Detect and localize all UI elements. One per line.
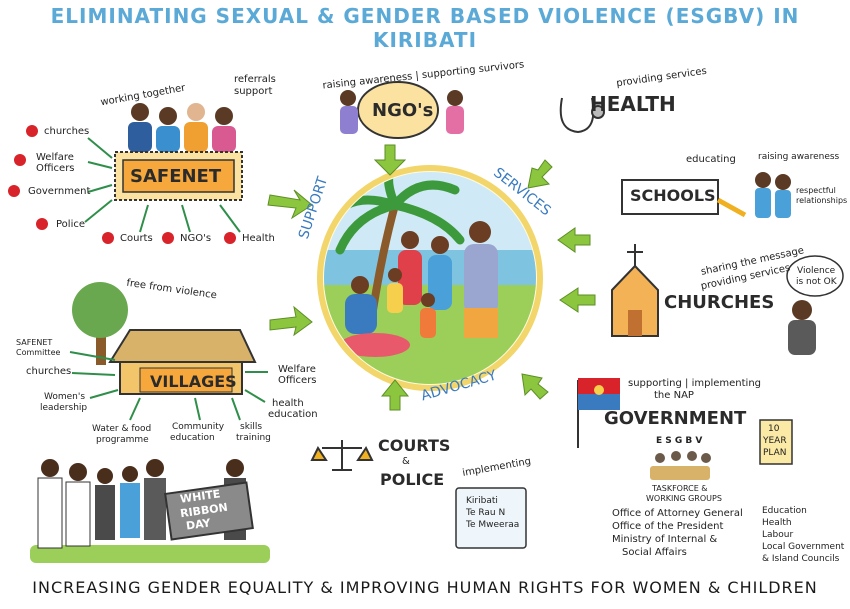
bubble-line1: Violence	[797, 266, 836, 276]
safenet-member-health: Health	[242, 233, 275, 244]
speech-bubble	[786, 255, 844, 297]
safenet-connectors	[84, 137, 241, 233]
doc-line2: Te Rau N	[466, 508, 506, 518]
police-title: POLICE	[380, 470, 445, 489]
safenet-member-government: Government	[28, 186, 91, 197]
ngos-illustration	[340, 81, 464, 139]
village-item-skills: skills	[240, 422, 263, 432]
office-1: Office of Attorney General	[612, 508, 743, 519]
village-item-water: Water & food	[92, 424, 152, 434]
schools-illustration	[621, 172, 791, 218]
churches-title: CHURCHES	[664, 292, 775, 313]
safenet-member-police: Police	[56, 219, 85, 230]
document-scroll	[455, 487, 527, 549]
safenet-referrals: referrals	[234, 74, 276, 85]
taskforce-figures	[650, 451, 711, 480]
sector-1: Education	[762, 506, 807, 516]
bubble-line2: is not OK	[796, 277, 837, 287]
government-caption2: the NAP	[654, 390, 694, 401]
village-item-committee: Committee	[16, 348, 61, 357]
ngos-title: NGO's	[372, 100, 434, 121]
village-item-churches: churches	[26, 366, 72, 377]
office-4: Social Affairs	[622, 547, 687, 558]
government-caption1: supporting | implementing	[628, 378, 761, 389]
stethoscope-icon	[559, 97, 605, 134]
sector-5: & Island Councils	[762, 554, 840, 564]
safenet-member-welfare: Welfare	[36, 152, 74, 163]
safenet-title: SAFENET	[130, 166, 222, 187]
safenet-box	[114, 151, 243, 201]
footer-caption: INCREASING GENDER EQUALITY & IMPROVING H…	[32, 578, 818, 597]
taskforce-line2: WORKING GROUPS	[646, 494, 722, 503]
courts-amp: &	[402, 456, 410, 467]
village-item-womens: Women's	[44, 392, 86, 402]
safenet-member-churches: churches	[44, 126, 90, 137]
safenet-support: support	[234, 86, 273, 97]
village-item-programme: programme	[96, 435, 149, 445]
village-item-health-education: education	[268, 409, 318, 420]
village-illustration	[72, 282, 257, 395]
villages-title: VILLAGES	[150, 372, 237, 391]
central-family-circle	[317, 165, 543, 391]
scales-of-justice-icon	[310, 440, 374, 471]
doc-line1: Kiribati	[466, 496, 498, 506]
schools-title: SCHOOLS	[630, 186, 716, 205]
schools-raising: raising awareness	[758, 152, 840, 162]
kiribati-flag-icon	[577, 378, 620, 448]
man-figure	[788, 300, 816, 355]
plan-line1: 10	[768, 424, 780, 434]
village-item-training: training	[236, 433, 271, 443]
sector-2: Health	[762, 518, 792, 528]
plan-line2: YEAR	[763, 436, 787, 446]
health-title: HEALTH	[590, 92, 676, 116]
safenet-member-ngos: NGO's	[180, 233, 212, 244]
schools-respectful: respectful	[796, 186, 836, 195]
safenet-member-courts: Courts	[120, 233, 153, 244]
village-connectors	[69, 351, 268, 421]
ten-year-plan-doc	[759, 419, 793, 465]
government-esgbv: E S G B V	[656, 436, 703, 446]
government-title: GOVERNMENT	[604, 408, 747, 429]
safenet-people	[128, 103, 236, 152]
village-item-safenet: SAFENET	[16, 338, 53, 347]
sector-4: Local Government	[762, 542, 845, 552]
courts-title: COURTS	[378, 436, 451, 455]
village-item-officers: Officers	[278, 375, 317, 386]
village-item-welfare: Welfare	[278, 364, 316, 375]
village-item-education: education	[170, 433, 215, 443]
sector-3: Labour	[762, 530, 794, 540]
schools-relationships: relationships	[796, 196, 848, 205]
village-item-health: health	[272, 398, 304, 409]
village-item-leadership: leadership	[40, 403, 88, 413]
flower-bullets	[8, 125, 236, 244]
page-title: ELIMINATING SEXUAL & GENDER BASED VIOLEN…	[50, 4, 800, 52]
doc-line3: Te Mweeraa	[466, 520, 520, 530]
office-2: Office of the President	[612, 521, 724, 532]
schools-educating: educating	[686, 154, 736, 165]
taskforce-line1: TASKFORCE &	[652, 484, 708, 493]
village-item-community: Community	[172, 422, 225, 432]
plan-line3: PLAN	[763, 448, 787, 458]
safenet-member-officers: Officers	[36, 163, 75, 174]
flow-arrows	[267, 144, 596, 411]
office-3: Ministry of Internal &	[612, 534, 718, 545]
church-building-icon	[611, 244, 659, 337]
white-ribbon-crowd	[30, 459, 270, 563]
